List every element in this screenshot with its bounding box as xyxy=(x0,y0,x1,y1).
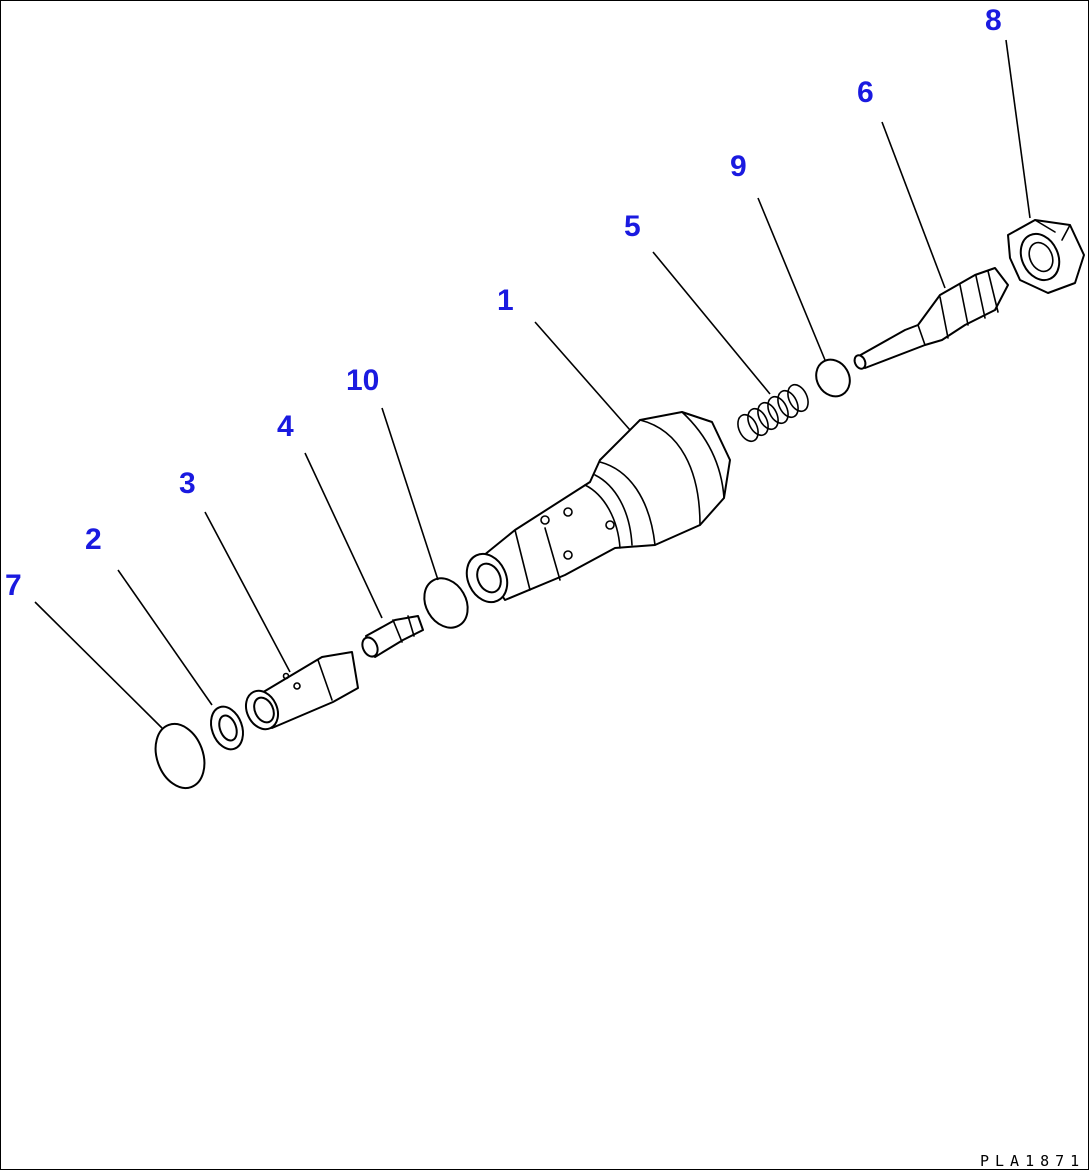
leader-lines xyxy=(34,39,1031,729)
callout-1: 1 xyxy=(497,284,514,317)
part-1-valve-body xyxy=(465,411,731,604)
part-5-spring xyxy=(737,383,809,443)
callout-5: 5 xyxy=(624,210,641,243)
part-9-ball xyxy=(815,358,851,398)
callout-9: 9 xyxy=(730,150,747,183)
part-2-washer xyxy=(210,705,244,751)
callout-8: 8 xyxy=(985,4,1002,37)
leader-7 xyxy=(34,601,163,729)
leader-8 xyxy=(1005,39,1031,219)
callout-7: 7 xyxy=(5,569,22,602)
leader-4 xyxy=(304,452,383,619)
leader-6 xyxy=(881,121,946,289)
leader-10 xyxy=(381,407,439,581)
drawing-number: PLA1871 xyxy=(980,1152,1085,1170)
part-3-sleeve xyxy=(244,651,359,731)
callout-6: 6 xyxy=(857,76,874,109)
leader-1 xyxy=(534,321,631,431)
part-8-hex-nut xyxy=(1007,219,1085,294)
part-7-o-ring xyxy=(154,723,206,789)
callout-4: 4 xyxy=(277,410,294,443)
part-10-ball xyxy=(423,577,469,629)
callout-2: 2 xyxy=(85,523,102,556)
leader-9 xyxy=(757,197,826,361)
part-6-adjusting-screw xyxy=(853,267,1009,370)
leader-2 xyxy=(117,569,213,706)
part-4-spool xyxy=(361,615,424,658)
leader-5 xyxy=(652,251,771,395)
leader-3 xyxy=(204,511,291,673)
callout-3: 3 xyxy=(179,467,196,500)
callout-10: 10 xyxy=(346,364,379,397)
